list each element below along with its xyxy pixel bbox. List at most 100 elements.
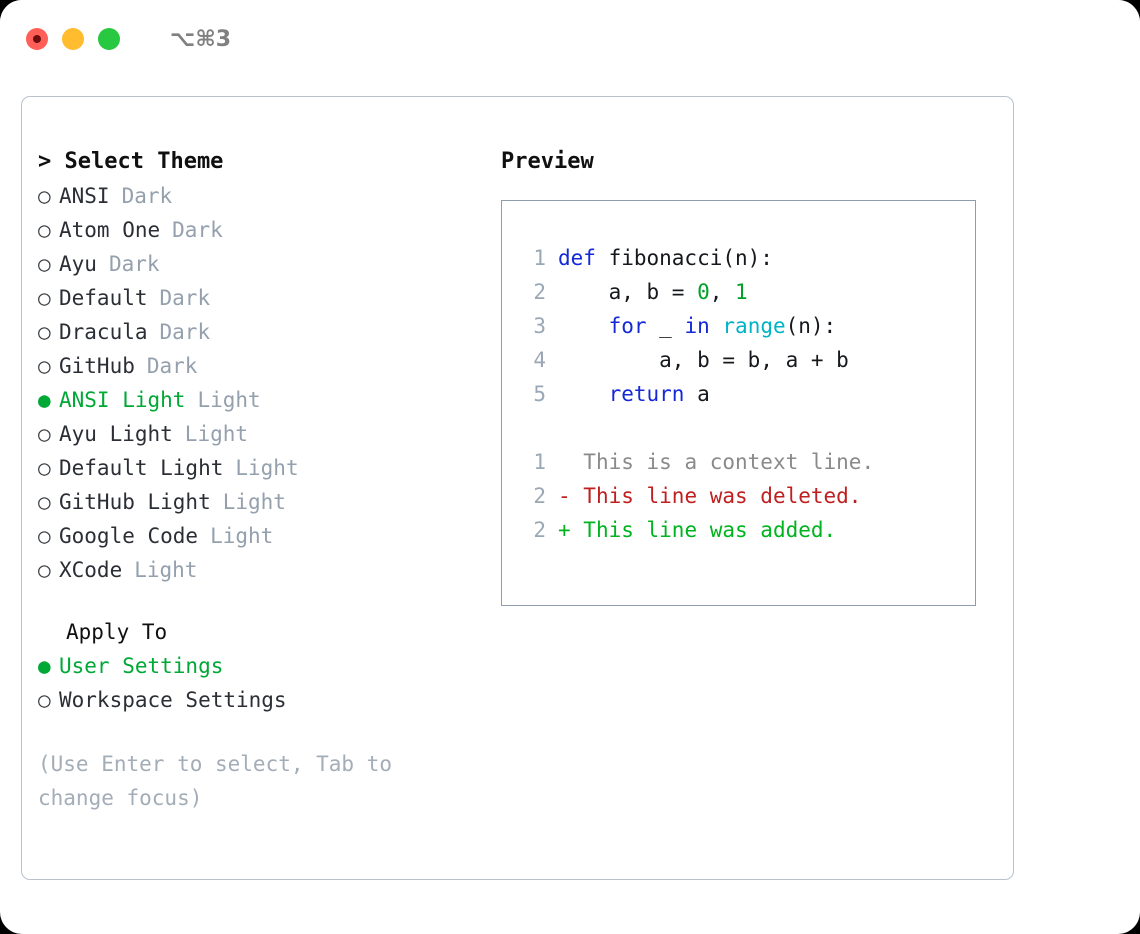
apply-to-option-label: User Settings <box>59 654 224 678</box>
code-token-id <box>558 314 609 338</box>
minimize-window-button[interactable] <box>62 28 84 50</box>
code-spacer <box>502 411 975 445</box>
code-token-id <box>558 382 609 406</box>
radio-unselected-icon: ○ <box>38 184 51 208</box>
theme-option-label: Ayu <box>59 252 97 276</box>
radio-unselected-icon: ○ <box>38 524 51 548</box>
theme-option-label: ANSI <box>59 184 110 208</box>
diff-line: 2- This line was deleted. <box>502 479 975 513</box>
radio-unselected-icon: ○ <box>38 320 51 344</box>
code-line: 3 for _ in range(n): <box>502 309 975 343</box>
apply-to-list: ● User Settings ○Workspace Settings <box>38 649 478 717</box>
theme-variant-label: Dark <box>159 320 211 344</box>
code-line-text: return a <box>558 377 710 411</box>
diff-line: 1 This is a context line. <box>502 445 975 479</box>
radio-selected-icon: ● <box>38 388 51 412</box>
theme-variant-label: Light <box>197 388 261 412</box>
diff-marker: - <box>558 484 571 508</box>
preview-heading: Preview <box>501 149 594 174</box>
code-token-kw: for <box>608 314 647 338</box>
theme-option-default-light[interactable]: ○ Default Light Light <box>38 451 478 485</box>
code-line-text: def fibonacci(n): <box>558 241 773 275</box>
code-line: 1 def fibonacci(n): <box>502 241 975 275</box>
code-line: 4 a, b = b, a + b <box>502 343 975 377</box>
maximize-window-button[interactable] <box>98 28 120 50</box>
theme-option-label: Ayu Light <box>59 422 173 446</box>
radio-selected-icon: ● <box>38 654 51 678</box>
theme-option-default[interactable]: ○ Default Dark <box>38 281 478 315</box>
select-theme-heading: > Select Theme <box>38 149 224 174</box>
radio-unselected-icon: ○ <box>38 688 51 712</box>
keyboard-hint-text: (Use Enter to select, Tab to change focu… <box>38 752 405 810</box>
code-line: 5 return a <box>502 377 975 411</box>
theme-variant-label: Light <box>222 490 286 514</box>
theme-variant-label: Light <box>134 558 198 582</box>
theme-option-label: Dracula <box>59 320 148 344</box>
theme-option-label: ANSI Light <box>59 388 186 412</box>
theme-option-label: Default <box>59 286 148 310</box>
theme-option-label: XCode <box>59 558 123 582</box>
radio-unselected-icon: ○ <box>38 252 51 276</box>
code-token-kw: in <box>684 314 710 338</box>
code-token-id: _ <box>646 314 685 338</box>
code-token-fn: range <box>722 314 786 338</box>
diff-line: 2 + This line was added. <box>502 513 975 547</box>
theme-variant-label: Light <box>184 422 249 446</box>
theme-option-label: Google Code <box>59 524 199 548</box>
diff-sample: 1 This is a context line.2- This line wa… <box>502 445 975 547</box>
theme-variant-label: Dark <box>159 286 211 310</box>
radio-unselected-icon: ○ <box>38 422 51 446</box>
theme-variant-label: Light <box>235 456 299 480</box>
code-token-id: , <box>709 280 736 304</box>
code-token-kw: def <box>558 246 609 270</box>
theme-option-google-code[interactable]: ○ Google Code Light <box>38 519 478 553</box>
theme-option-label: Default Light <box>59 456 224 480</box>
diff-line-number: 2 <box>533 484 546 508</box>
close-icon <box>33 35 41 43</box>
apply-to-option-user-settings[interactable]: ● User Settings <box>38 649 478 683</box>
theme-variant-label: Light <box>210 524 274 548</box>
code-line-number: 3 <box>533 314 546 338</box>
theme-option-ayu[interactable]: ○ Ayu Dark <box>38 247 478 281</box>
radio-unselected-icon: ○ <box>38 354 51 378</box>
code-line-number: 5 <box>533 382 546 406</box>
code-line: 2 a, b = 0, 1 <box>502 275 975 309</box>
window-titlebar: ⌥⌘3 <box>0 0 1140 78</box>
code-token-id: a, b = <box>558 280 698 304</box>
diff-line-text: This line was deleted. <box>570 484 862 508</box>
code-token-num: 0 <box>697 280 710 304</box>
theme-option-dracula[interactable]: ○ Dracula Dark <box>38 315 478 349</box>
theme-option-label: Atom One <box>59 218 161 242</box>
close-window-button[interactable] <box>26 28 48 50</box>
diff-marker <box>558 445 571 479</box>
theme-option-ansi[interactable]: ○ ANSI Dark <box>38 179 478 213</box>
theme-option-label: GitHub <box>59 354 135 378</box>
code-token-id: a, b = b, a + b <box>558 348 849 372</box>
theme-variant-label: Dark <box>108 252 160 276</box>
theme-variant-label: Dark <box>121 184 173 208</box>
radio-unselected-icon: ○ <box>38 218 51 242</box>
theme-option-ansi-light[interactable]: ● ANSI Light Light <box>38 383 478 417</box>
diff-marker: + <box>558 518 571 542</box>
radio-unselected-icon: ○ <box>38 456 51 480</box>
apply-to-option-workspace-settings[interactable]: ○Workspace Settings <box>38 683 478 717</box>
theme-option-ayu-light[interactable]: ○ Ayu Light Light <box>38 417 478 451</box>
code-line-text: a, b = 0, 1 <box>558 275 748 309</box>
code-line-text: for _ in range(n): <box>558 309 837 343</box>
code-token-id <box>710 314 723 338</box>
diff-line-number: 2 <box>533 518 546 542</box>
code-line-number: 1 <box>533 246 546 270</box>
radio-unselected-icon: ○ <box>38 490 51 514</box>
code-token-num: 1 <box>735 280 748 304</box>
diff-line-text: This line was added. <box>570 518 837 542</box>
apply-to-heading: Apply To <box>66 620 168 644</box>
radio-unselected-icon: ○ <box>38 286 51 310</box>
